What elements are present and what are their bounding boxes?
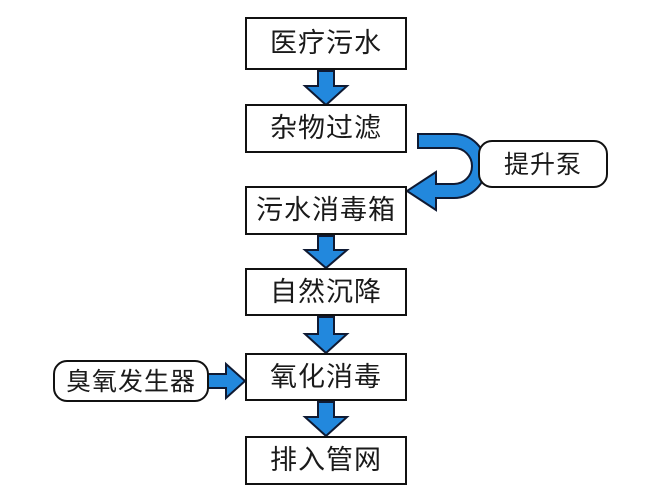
arrow-ozone-to-oxidation bbox=[207, 361, 247, 401]
node-oxidation-disinfection[interactable]: 氧化消毒 bbox=[245, 353, 407, 401]
node-ozone-generator[interactable]: 臭氧发生器 bbox=[53, 360, 209, 402]
node-label-debris-filter: 杂物过滤 bbox=[270, 113, 382, 144]
node-label-medical-wastewater: 医疗污水 bbox=[270, 28, 382, 59]
node-label-oxidation-disinfection: 氧化消毒 bbox=[270, 361, 382, 393]
node-debris-filter[interactable]: 杂物过滤 bbox=[245, 104, 407, 153]
arrow-medical-to-filter bbox=[302, 70, 350, 107]
node-natural-settling[interactable]: 自然沉降 bbox=[245, 268, 407, 316]
node-label-lift-pump: 提升泵 bbox=[503, 149, 582, 179]
arrow-settling-to-oxidation bbox=[302, 316, 350, 355]
arrow-lift-pump-loop bbox=[405, 133, 487, 212]
arrow-tank-to-settling bbox=[302, 235, 350, 270]
node-label-natural-settling: 自然沉降 bbox=[270, 276, 382, 308]
node-discharge-pipe-network[interactable]: 排入管网 bbox=[245, 436, 407, 485]
node-label-disinfection-tank: 污水消毒箱 bbox=[256, 195, 396, 226]
arrow-oxidation-to-discharge bbox=[302, 401, 350, 438]
node-disinfection-tank[interactable]: 污水消毒箱 bbox=[245, 186, 407, 235]
node-label-discharge-pipe-network: 排入管网 bbox=[270, 445, 382, 476]
node-medical-wastewater[interactable]: 医疗污水 bbox=[245, 17, 407, 70]
node-label-ozone-generator: 臭氧发生器 bbox=[65, 366, 196, 396]
node-lift-pump[interactable]: 提升泵 bbox=[478, 140, 608, 188]
